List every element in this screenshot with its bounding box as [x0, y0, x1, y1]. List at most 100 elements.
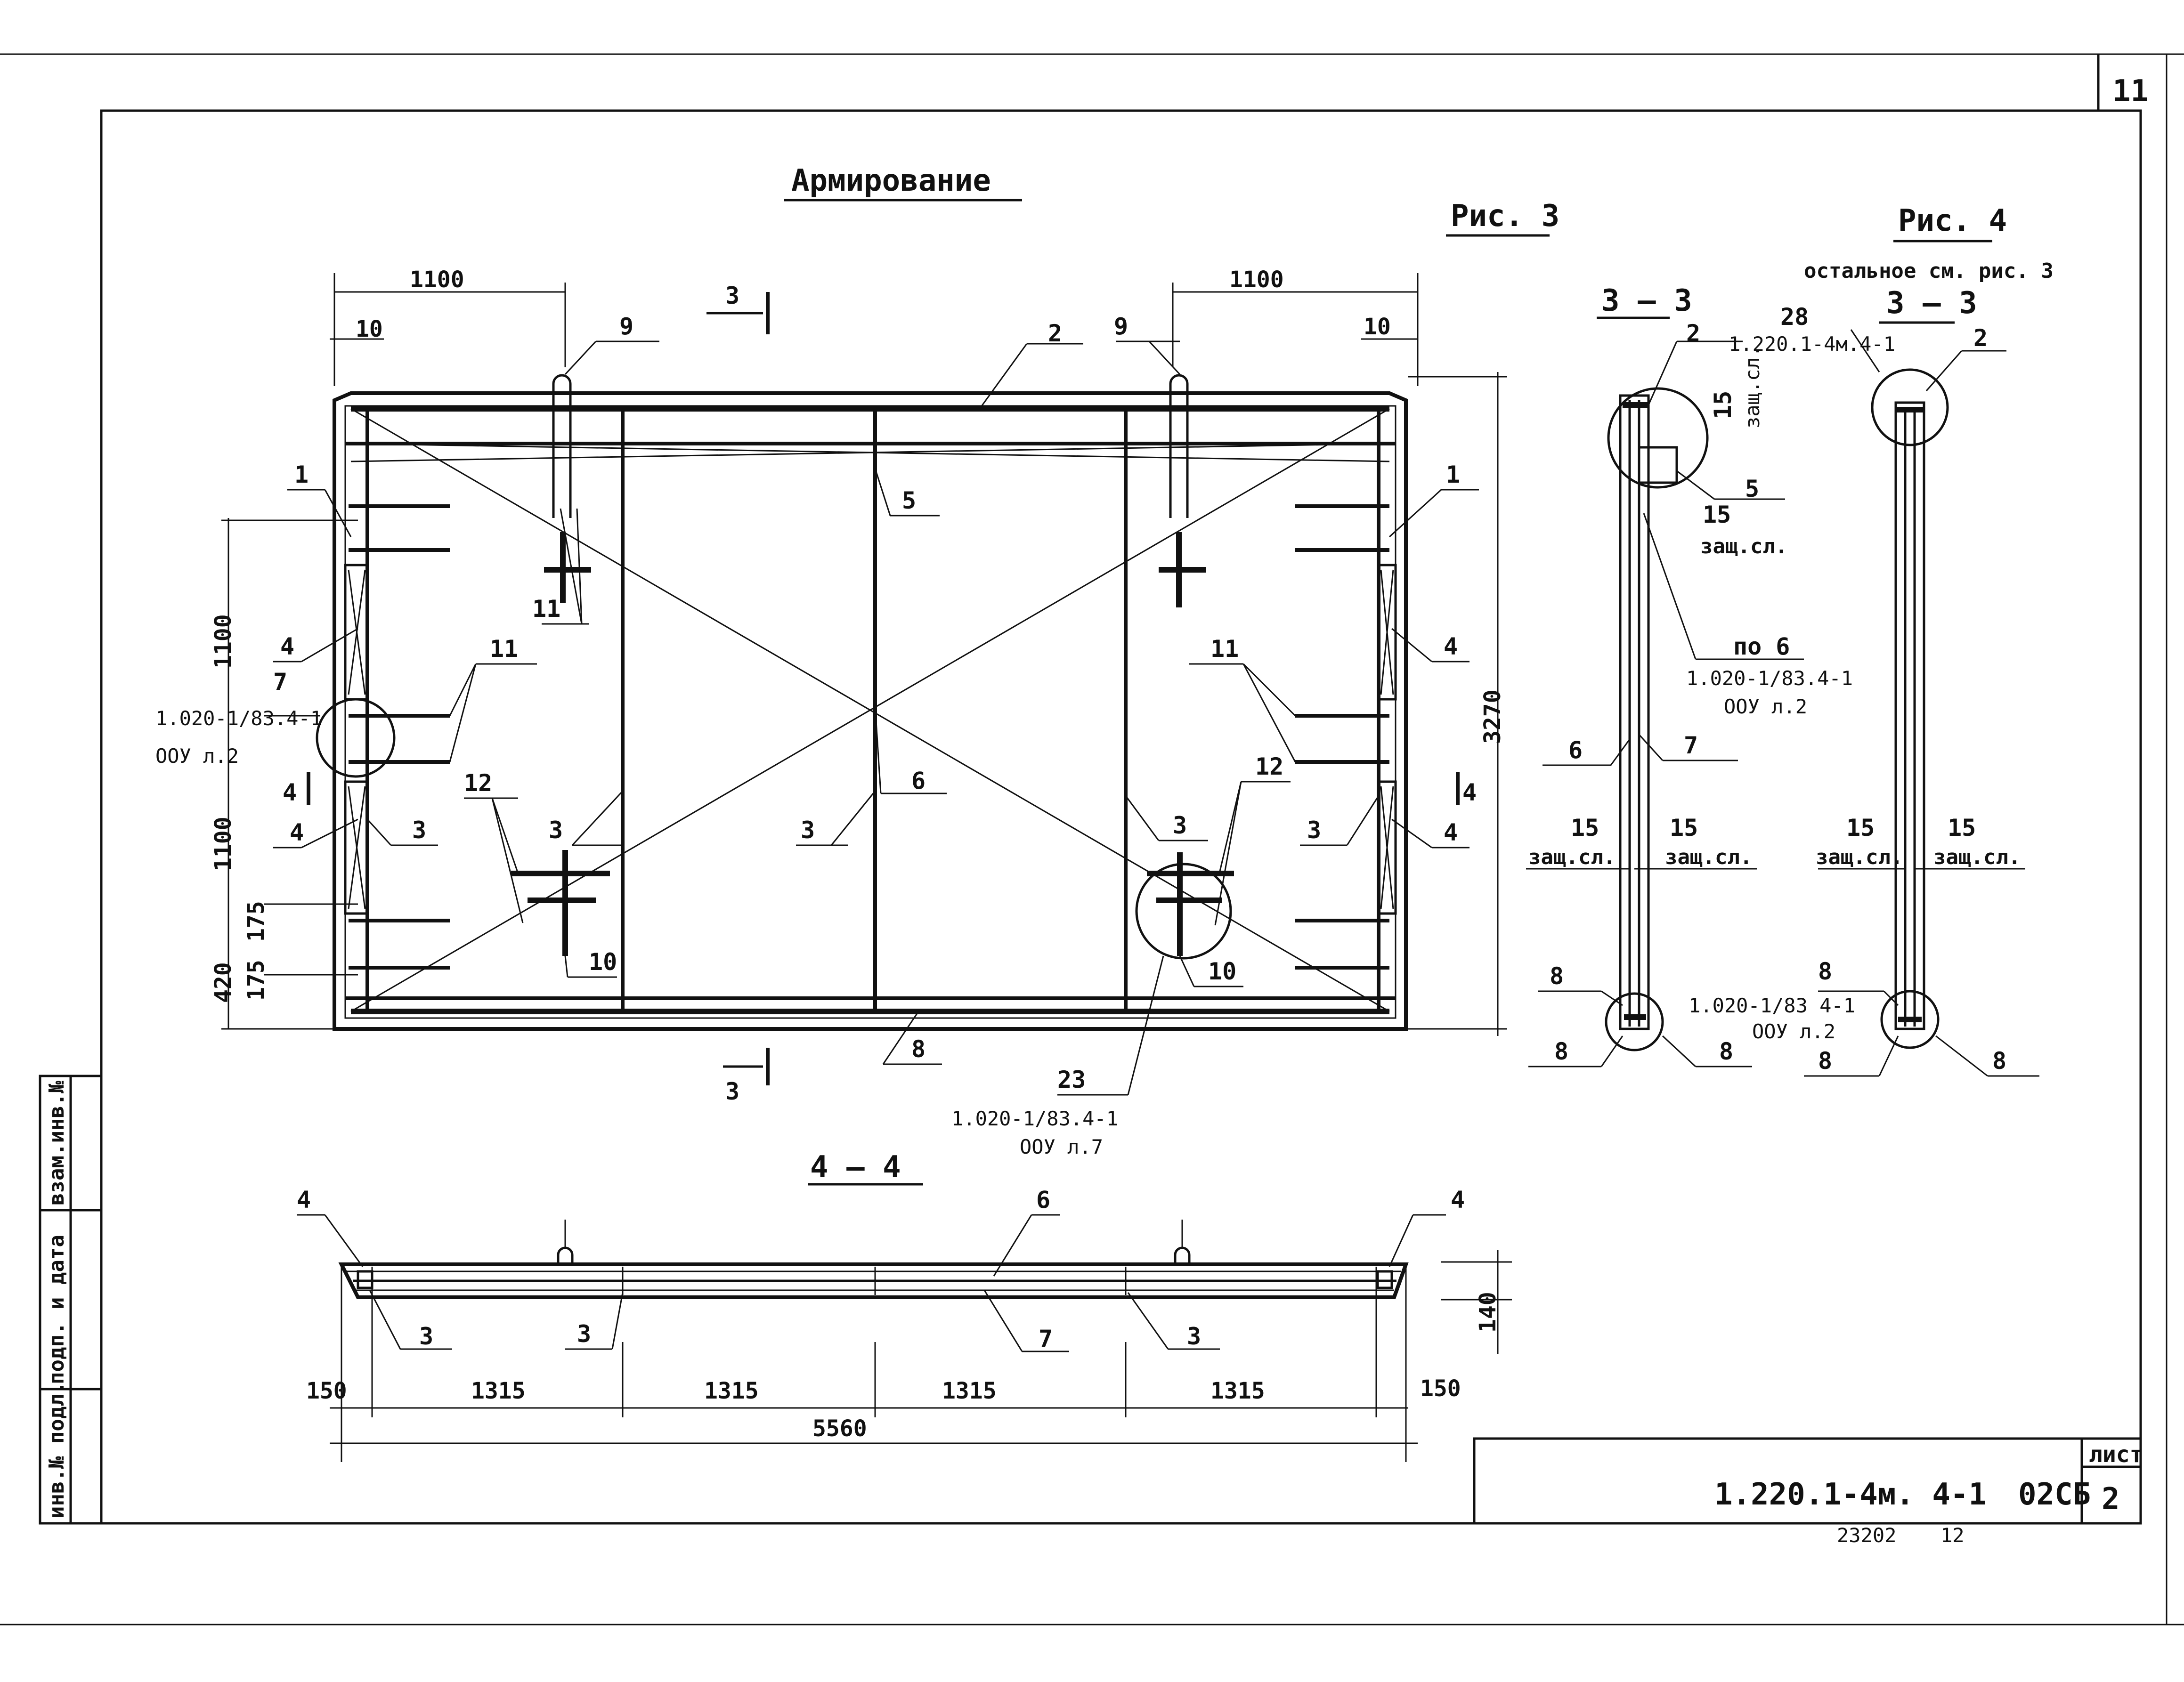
- s33-ref-mid-1: 1.020-1/83.4-1: [1686, 667, 1853, 690]
- figure-3-label: Рис. 3: [1451, 199, 1559, 234]
- s33-mark-2: 2: [1686, 320, 1700, 347]
- dim-left-175-a: 175: [243, 901, 269, 942]
- s44-mark-6: 6: [1036, 1186, 1050, 1213]
- dim-top-left-10: 10: [356, 316, 383, 342]
- s44-dim-5560: 5560: [812, 1415, 867, 1442]
- s33-cover-mid-label: защ.сл.: [1700, 534, 1787, 558]
- title-block: 1.220.1-4м. 4-1 02СБ лист 2: [1473, 1437, 2143, 1525]
- plan-mark-8: 8: [911, 1035, 926, 1063]
- s33-mark-7: 7: [1684, 732, 1698, 759]
- s33f4-mark-2: 2: [1973, 324, 1988, 352]
- dim-right-3270: 3270: [1479, 689, 1506, 744]
- section-3-top-mark: 3: [725, 282, 739, 309]
- dim-top-right-1100: 1100: [1229, 267, 1284, 293]
- s44-mark-4-left: 4: [297, 1186, 311, 1213]
- plan-mark-12-left: 12: [464, 769, 492, 797]
- s33-mark-5: 5: [1745, 475, 1759, 502]
- plan-mark-2: 2: [1048, 320, 1062, 347]
- dim-left-175-b: 175: [243, 960, 269, 1001]
- s33-ref-top: 1.220.1-4м.4-1: [1729, 332, 1895, 356]
- s33-cover-right-label: защ.сл.: [1665, 845, 1752, 869]
- plan-mark-4-right-a: 4: [1444, 633, 1458, 660]
- s44-dim-150-right: 150: [1420, 1375, 1461, 1402]
- plan-mark-4-left-a: 4: [280, 633, 294, 660]
- s33f4-mark-8-top: 8: [1818, 958, 1832, 985]
- sheet-header: лист: [2089, 1441, 2143, 1468]
- plan-mark-3-d: 3: [1173, 812, 1187, 839]
- stamp-code: 1.220.1-4м. 4-1: [1714, 1477, 1987, 1512]
- figure-4-label: Рис. 4: [1898, 203, 2007, 238]
- s33f4-ref-1: 1.020-1/83 4-1: [1689, 994, 1855, 1017]
- plan-mark-12-right: 12: [1255, 753, 1283, 780]
- plan-mark-1-right: 1: [1446, 461, 1460, 488]
- s44-dim-150-left: 150: [306, 1378, 347, 1404]
- s33-mark-8-top: 8: [1550, 962, 1564, 990]
- plan-ref-left-2: ООУ л.2: [155, 744, 239, 768]
- section-3-3-title: 3 — 3: [1601, 283, 1692, 318]
- sheet-number: 2: [2102, 1482, 2120, 1517]
- s33-cover-left-label: защ.сл.: [1528, 845, 1616, 869]
- frame-lines: [0, 53, 2184, 1625]
- plan-mark-1-left: 1: [294, 461, 309, 488]
- plan-leaders: [264, 340, 1479, 1096]
- s33-mark-8-right: 8: [1719, 1038, 1733, 1065]
- s33f4-cover-right-15: 15: [1948, 814, 1976, 841]
- plan-mark-4-left-b: 4: [290, 819, 304, 846]
- plan-mark-3-c: 3: [801, 817, 815, 844]
- s44-dim-1315-a: 1315: [471, 1378, 526, 1404]
- s33-ref-mid-2: ООУ л.2: [1724, 695, 1807, 718]
- section-4-4-view: [297, 1183, 1512, 1462]
- page-number: 11: [2112, 74, 2149, 109]
- s33-cover-mid-15: 15: [1703, 501, 1731, 528]
- s44-dim-140: 140: [1475, 1292, 1501, 1333]
- s33f4-mark-28: 28: [1780, 303, 1809, 331]
- section-3-bottom-mark: 3: [725, 1078, 739, 1105]
- archive-number: 23202: [1837, 1524, 1896, 1547]
- s33-cover-left-15: 15: [1571, 814, 1599, 841]
- section-3-3-fig4-view: [1804, 321, 2039, 1077]
- section-4-right-mark: 4: [1462, 779, 1477, 806]
- s44-mark-3-a: 3: [419, 1323, 433, 1350]
- plan-view: [316, 374, 1408, 1031]
- s33-po6: по 6: [1733, 633, 1790, 660]
- plan-mark-10-left: 10: [589, 948, 617, 976]
- s33f4-cover-left-15: 15: [1846, 814, 1875, 841]
- plan-mark-11-left: 11: [490, 635, 518, 663]
- stamp-mark: 02СБ: [2018, 1477, 2091, 1512]
- side-stamp-sign: подп. и дата: [45, 1235, 69, 1384]
- s33-cover-right-15: 15: [1670, 814, 1698, 841]
- section-4-4-title: 4 — 4: [810, 1150, 901, 1185]
- s33-mark-6: 6: [1568, 736, 1583, 764]
- plan-dimensions: [221, 273, 1507, 1036]
- s33f4-ref-2: ООУ л.2: [1752, 1020, 1835, 1043]
- plan-mark-10-right: 10: [1208, 958, 1236, 985]
- plan-mark-3-a: 3: [412, 817, 426, 844]
- section-3-3-fig4-title: 3 — 3: [1886, 286, 1977, 321]
- s33-mark-8-left: 8: [1554, 1038, 1568, 1065]
- s44-dim-1315-c: 1315: [942, 1378, 997, 1404]
- s33f4-cover-right-label: защ.сл.: [1933, 845, 2021, 869]
- section-4-left-mark: 4: [283, 779, 297, 806]
- s33-cover-top-15: 15: [1709, 391, 1737, 419]
- section-markers: [307, 292, 1460, 1085]
- dim-left-1100-a: 1100: [210, 614, 236, 669]
- dim-top-left-1100: 1100: [410, 267, 464, 293]
- s33f4-mark-8-left: 8: [1818, 1047, 1832, 1075]
- plan-mark-4-right-b: 4: [1444, 819, 1458, 846]
- plan-ref-bottom-2: ООУ л.7: [1020, 1135, 1103, 1158]
- plan-mark-5: 5: [902, 487, 916, 514]
- drawing-title: Армирование: [791, 163, 991, 198]
- plan-mark-3-b: 3: [549, 817, 563, 844]
- section-3-3-view: [1526, 316, 1804, 1067]
- figure-4-note: остальное см. рис. 3: [1804, 259, 2054, 283]
- side-stamp: инв.№ подл. подп. и дата взам.инв.№: [39, 1075, 103, 1525]
- dim-top-right-10: 10: [1364, 314, 1391, 340]
- plan-mark-9-left: 9: [619, 313, 633, 340]
- plan-mark-23: 23: [1057, 1066, 1086, 1093]
- plan-mark-7: 7: [273, 668, 287, 695]
- s44-dim-1315-b: 1315: [704, 1378, 759, 1404]
- plan-ref-bottom-1: 1.020-1/83.4-1: [951, 1107, 1118, 1130]
- archive-extra: 12: [1940, 1524, 1965, 1547]
- s33f4-mark-8-right: 8: [1992, 1047, 2006, 1075]
